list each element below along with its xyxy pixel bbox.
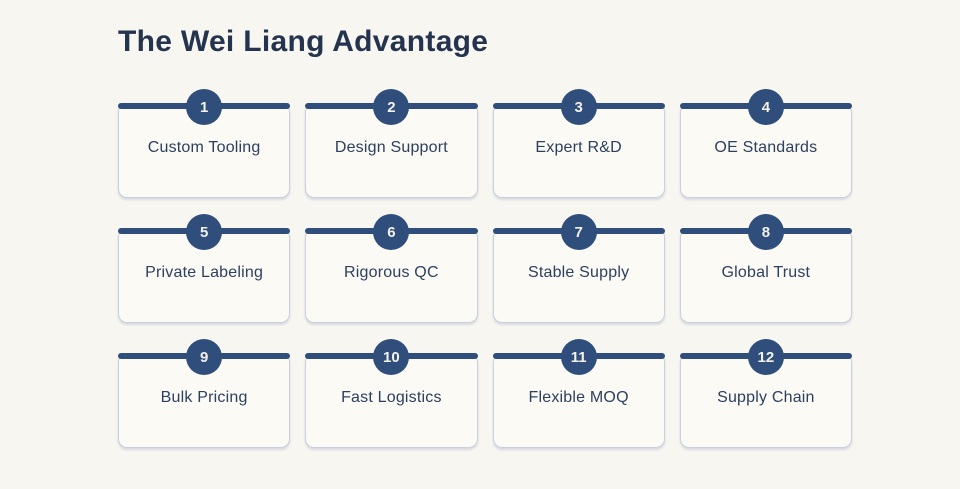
advantage-card: 10 Fast Logistics bbox=[305, 338, 478, 448]
number-badge: 8 bbox=[747, 214, 784, 250]
advantage-card-body: 9 Bulk Pricing bbox=[118, 339, 291, 448]
advantage-label: Custom Tooling bbox=[147, 139, 261, 156]
number-badge: 6 bbox=[373, 214, 410, 250]
number-badge: 5 bbox=[186, 214, 223, 250]
advantage-card-body: 4 OE Standards bbox=[679, 89, 852, 198]
advantage-card-body: 1 Custom Tooling bbox=[118, 89, 291, 198]
advantage-label: Supply Chain bbox=[717, 389, 815, 406]
advantage-label: Fast Logistics bbox=[341, 389, 442, 406]
advantage-label: Flexible MOQ bbox=[528, 389, 629, 406]
advantage-grid: 1 Custom Tooling 2 Design Support 3 Expe… bbox=[118, 88, 852, 448]
advantage-card-body: 2 Design Support bbox=[305, 89, 478, 198]
advantage-card: 8 Global Trust bbox=[679, 213, 852, 323]
advantage-section: The Wei Liang Advantage 1 Custom Tooling… bbox=[118, 27, 852, 448]
advantage-label: Rigorous QC bbox=[344, 264, 439, 281]
advantage-card: 12 Supply Chain bbox=[679, 338, 852, 448]
advantage-label: Expert R&D bbox=[535, 139, 622, 156]
advantage-card: 2 Design Support bbox=[305, 88, 478, 198]
advantage-card: 1 Custom Tooling bbox=[118, 88, 291, 198]
number-badge: 4 bbox=[747, 89, 784, 125]
advantage-label: Global Trust bbox=[721, 264, 811, 281]
advantage-card: 9 Bulk Pricing bbox=[118, 338, 291, 448]
advantage-card: 11 Flexible MOQ bbox=[492, 338, 665, 448]
number-badge: 9 bbox=[186, 339, 223, 375]
number-badge: 10 bbox=[373, 339, 410, 375]
advantage-label: Private Labeling bbox=[145, 264, 264, 281]
advantage-label: Stable Supply bbox=[527, 264, 630, 281]
advantage-card-body: 8 Global Trust bbox=[679, 214, 852, 323]
advantage-label: OE Standards bbox=[714, 139, 818, 156]
advantage-card: 3 Expert R&D bbox=[492, 88, 665, 198]
advantage-card-body: 11 Flexible MOQ bbox=[492, 339, 665, 448]
number-badge: 2 bbox=[373, 89, 410, 125]
advantage-label: Bulk Pricing bbox=[160, 389, 248, 406]
advantage-card-body: 5 Private Labeling bbox=[118, 214, 291, 323]
advantage-card-body: 3 Expert R&D bbox=[492, 89, 665, 198]
number-badge: 3 bbox=[560, 89, 597, 125]
advantage-card: 5 Private Labeling bbox=[118, 213, 291, 323]
advantage-card: 7 Stable Supply bbox=[492, 213, 665, 323]
advantage-card-body: 6 Rigorous QC bbox=[305, 214, 478, 323]
advantage-label: Design Support bbox=[334, 139, 448, 156]
advantage-card-body: 12 Supply Chain bbox=[679, 339, 852, 448]
number-badge: 12 bbox=[747, 339, 784, 375]
advantage-card-body: 10 Fast Logistics bbox=[305, 339, 478, 448]
number-badge: 1 bbox=[186, 89, 223, 125]
number-badge: 11 bbox=[560, 339, 597, 375]
page-title: The Wei Liang Advantage bbox=[118, 25, 489, 58]
advantage-card: 4 OE Standards bbox=[679, 88, 852, 198]
advantage-card-body: 7 Stable Supply bbox=[492, 214, 665, 323]
number-badge: 7 bbox=[560, 214, 597, 250]
advantage-card: 6 Rigorous QC bbox=[305, 213, 478, 323]
